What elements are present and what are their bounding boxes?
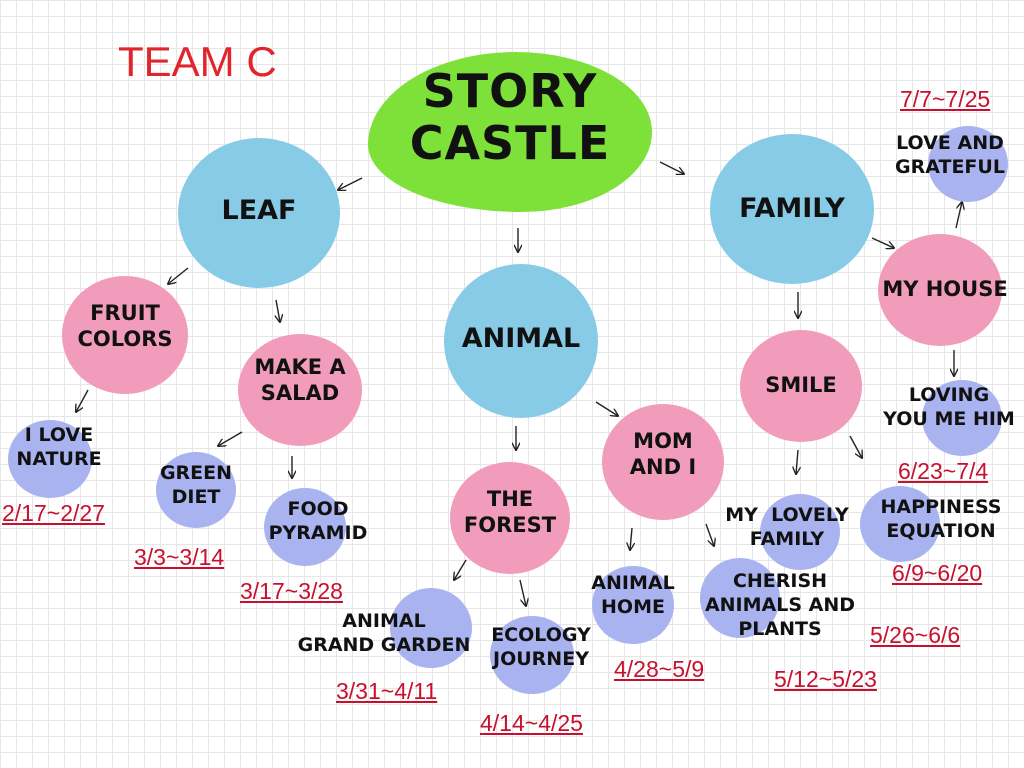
topic-label-my-house: MY HOUSE (882, 277, 1008, 301)
unit-label-animal-home: ANIMAL HOME (591, 572, 675, 618)
unit-date-i-love-nature: 2/17~2/27 (2, 500, 105, 526)
unit-date-animal-home: 4/28~5/9 (614, 656, 705, 682)
root-node (368, 52, 652, 212)
unit-node-love-and-grateful (928, 126, 1008, 202)
arrow-forest-to-garden (454, 559, 467, 580)
unit-node-happiness-equation (860, 486, 940, 562)
unit-node-green-diet (156, 452, 236, 528)
topic-label-mom-and-i: MOM AND I (629, 429, 697, 480)
unit-label-animal-grand-garden: ANIMAL GRAND GARDEN (297, 610, 471, 656)
unit-label-green-diet: GREEN DIET (159, 462, 233, 508)
arrow-family-to-house (871, 237, 894, 248)
unit-node-animal-grand-garden (390, 588, 472, 668)
topic-label-fruit-colors: FRUIT COLORS (77, 301, 173, 352)
arrow-mom-to-cherish (705, 523, 714, 546)
unit-label-my-lovely-family: MY LOVELY FAMILY (725, 504, 849, 550)
unit-label-cherish-animals-and-plants: CHERISH ANIMALS AND PLANTS (704, 570, 856, 640)
unit-date-happiness-equation: 6/9~6/20 (892, 560, 983, 586)
unit-date-loving-you-me-him: 6/23~7/4 (898, 458, 989, 484)
unit-label-happiness-equation: HAPPINESS EQUATION (880, 496, 1002, 542)
arrow-smile-to-lovely (796, 449, 798, 474)
topic-label-the-forest: THE FOREST (463, 487, 557, 538)
arrow-smile-to-happiness (849, 435, 862, 458)
arrow-house-to-grateful (955, 202, 962, 229)
unit-node-food-pyramid (264, 488, 346, 566)
topic-node-make-a-salad (238, 334, 362, 446)
arrow-animal-to-mom (595, 401, 618, 416)
topic-node-my-house (878, 234, 1002, 346)
unit-date-ecology-journey: 4/14~4/25 (480, 710, 583, 736)
topic-node-the-forest (450, 462, 570, 574)
team-title: TEAM C (118, 38, 277, 85)
unit-node-my-lovely-family (760, 494, 840, 570)
unit-label-food-pyramid: FOOD PYRAMID (268, 498, 368, 544)
unit-label-loving-you-me-him: LOVING YOU ME HIM (883, 384, 1015, 430)
unit-label-love-and-grateful: LOVE AND GRATEFUL (895, 132, 1005, 178)
unit-date-my-lovely-family: 5/26~6/6 (870, 622, 961, 648)
unit-date-love-and-grateful: 7/7~7/25 (900, 86, 991, 112)
topic-node-smile (740, 330, 862, 442)
branch-node-family (710, 134, 874, 284)
arrow-fruit-to-nature (76, 389, 89, 412)
branch-node-animal (444, 264, 598, 418)
unit-node-cherish-animals-and-plants (700, 558, 780, 638)
topic-label-smile: SMILE (765, 373, 837, 397)
branch-label-animal: ANIMAL (461, 323, 581, 354)
unit-node-ecology-journey (490, 616, 574, 694)
unit-label-ecology-journey: ECOLOGY JOURNEY (491, 624, 591, 670)
unit-date-cherish-animals-and-plants: 5/12~5/23 (774, 666, 877, 692)
topic-node-mom-and-i (602, 404, 724, 520)
arrow-root-to-leaf (338, 177, 363, 190)
arrow-leaf-to-fruit (168, 267, 189, 284)
unit-date-green-diet: 3/3~3/14 (134, 544, 225, 570)
unit-node-animal-home (592, 566, 674, 644)
unit-label-i-love-nature: I LOVE NATURE (16, 424, 102, 470)
root-label: STORY CASTLE (409, 64, 611, 170)
branch-node-leaf (178, 138, 340, 288)
topic-node-fruit-colors (62, 276, 188, 394)
unit-node-i-love-nature (8, 420, 92, 498)
branch-label-leaf: LEAF (221, 195, 297, 226)
unit-node-loving-you-me-him (922, 380, 1002, 456)
arrow-leaf-to-salad (276, 299, 280, 322)
arrow-salad-to-green (218, 431, 243, 446)
unit-date-food-pyramid: 3/17~3/28 (240, 578, 343, 604)
arrow-root-to-family (659, 161, 684, 174)
unit-date-animal-grand-garden: 3/31~4/11 (336, 678, 438, 704)
arrow-forest-to-ecology (519, 579, 526, 606)
arrow-mom-to-home (630, 527, 632, 550)
topic-label-make-a-salad: MAKE A SALAD (254, 355, 346, 406)
branch-label-family: FAMILY (739, 193, 845, 224)
